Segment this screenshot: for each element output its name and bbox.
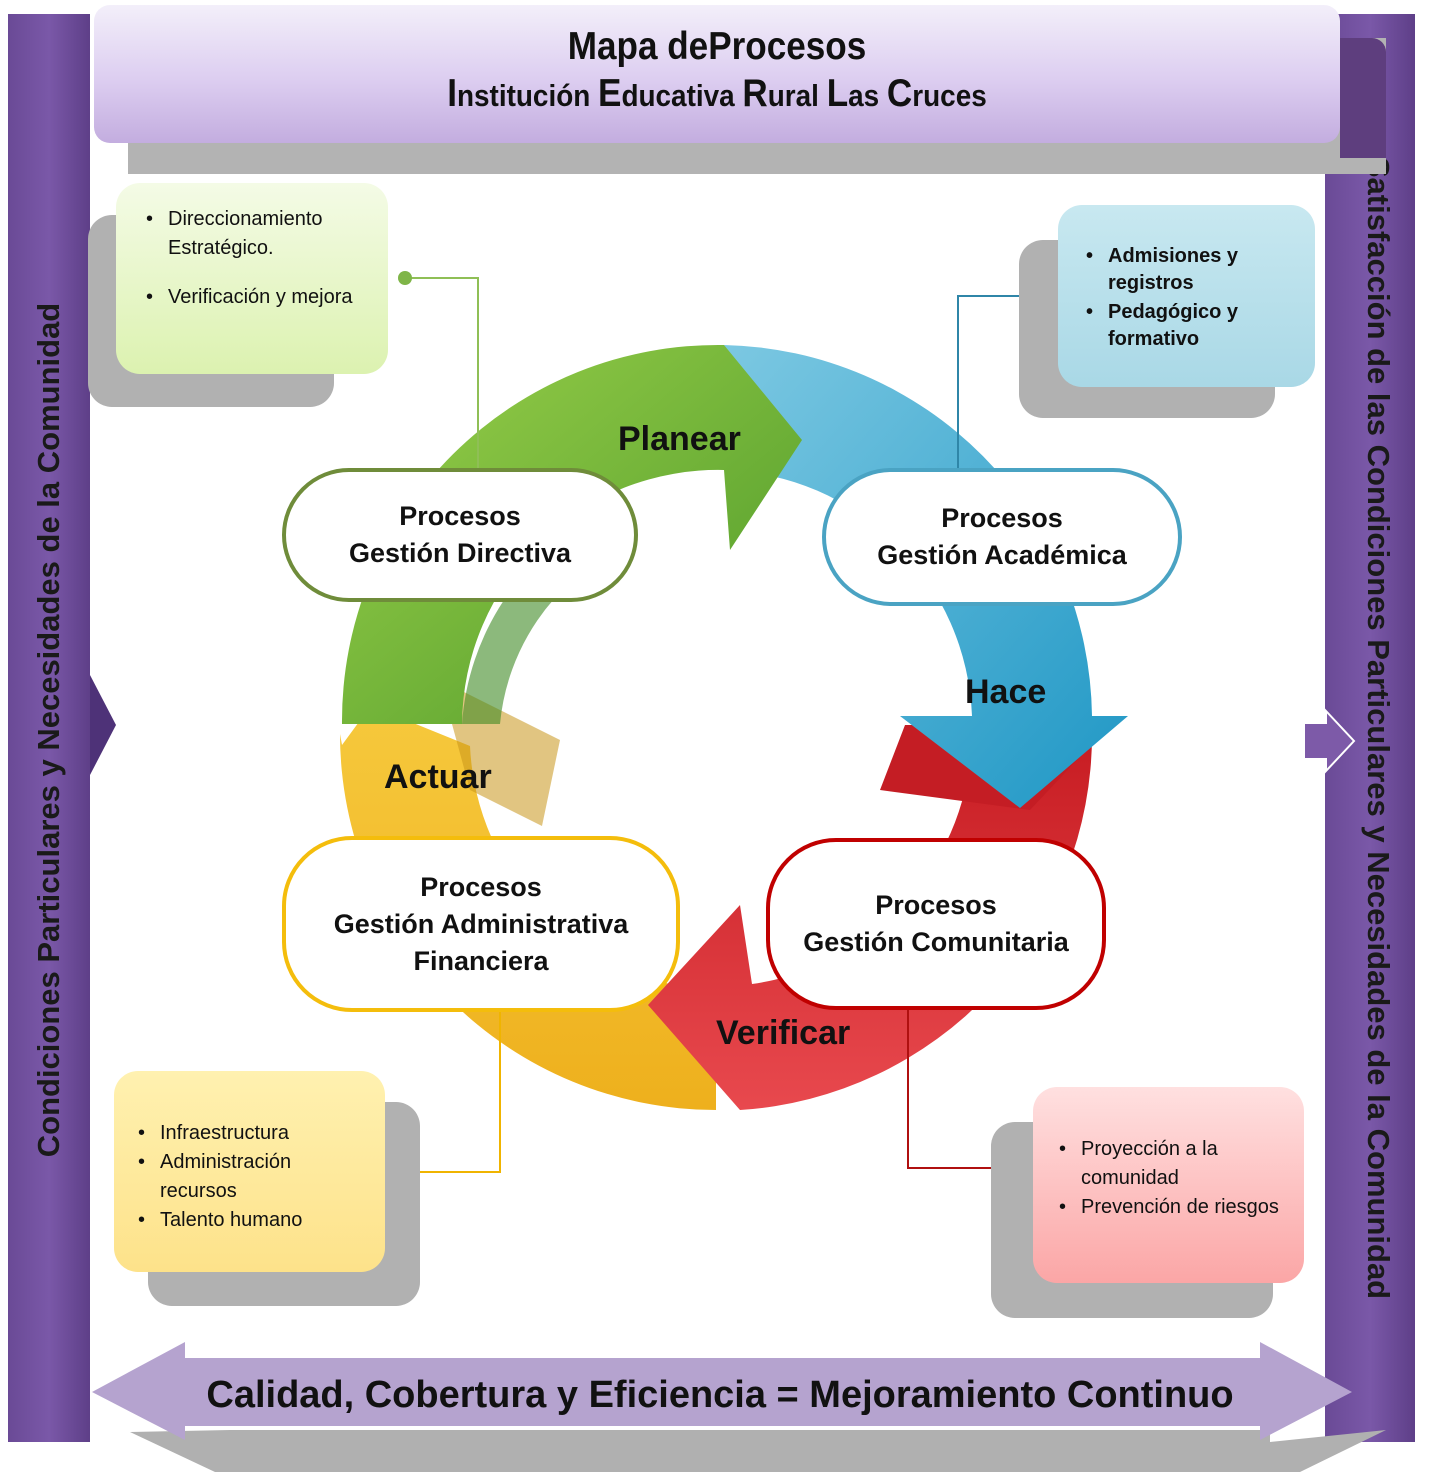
title-line1: Mapa deProcesos — [567, 25, 867, 68]
left-bar-arrow-icon — [90, 675, 116, 775]
academica-item: Pedagógico y formativo — [1084, 299, 1293, 353]
planear-segment — [341, 344, 802, 724]
process-comunitaria-line1: Procesos — [875, 890, 997, 920]
right-bar-arrow-icon — [1303, 708, 1356, 774]
process-administrativa: Procesos Gestión Administrativa Financie… — [282, 836, 680, 1012]
academica-connector — [957, 295, 1042, 472]
process-directiva-line2: Gestión Directiva — [348, 538, 572, 568]
administrativa-connector — [396, 1010, 501, 1173]
comunitaria-item: Proyección a la comunidad — [1057, 1135, 1286, 1193]
process-administrativa-line2: Gestión Administrativa — [333, 908, 629, 939]
administrativa-box: Infraestructura Administración recursos … — [114, 1071, 385, 1272]
administrativa-item: Administración recursos — [136, 1148, 345, 1206]
administrativa-item: Talento humano — [136, 1206, 345, 1235]
process-comunitaria-line2: Gestión Comunitaria — [803, 927, 1069, 957]
phase-verificar: Verificar — [716, 1014, 851, 1052]
process-directiva-line1: Procesos — [399, 501, 521, 531]
phase-hace: Hace — [965, 673, 1047, 711]
bottom-double-arrow — [92, 1342, 1352, 1440]
academica-box: Admisiones y registros Pedagógico y form… — [1058, 205, 1315, 387]
verificar-segment — [648, 734, 1093, 1110]
administrativa-item: Infraestructura — [136, 1119, 345, 1148]
comunitaria-connector — [907, 1010, 1013, 1169]
title-banner: Mapa deProcesos Institución Educativa Ru… — [94, 5, 1340, 143]
comunitaria-box: Proyección a la comunidad Prevención de … — [1033, 1087, 1304, 1283]
directiva-box: Direccionamiento Estratégico. Verificaci… — [116, 183, 388, 374]
process-administrativa-line3: Financiera — [413, 945, 549, 976]
academica-item: Admisiones y registros — [1084, 243, 1293, 297]
phase-actuar: Actuar — [384, 758, 492, 796]
title-shadow-corner — [1340, 38, 1386, 158]
directiva-item: Verificación y mejora — [144, 283, 374, 312]
directiva-item: Direccionamiento Estratégico. — [144, 205, 374, 263]
process-directiva: Procesos Gestión Directiva — [282, 468, 638, 602]
comunitaria-item: Prevención de riesgos — [1057, 1193, 1286, 1222]
left-input-bar — [8, 14, 90, 1442]
phase-planear: Planear — [618, 420, 741, 458]
bottom-arrow-shadow — [130, 1430, 1386, 1472]
directiva-connector-dot — [398, 271, 412, 285]
process-academica: Procesos Gestión Académica — [822, 468, 1182, 606]
process-administrativa-line1: Procesos — [420, 871, 542, 902]
process-academica-line1: Procesos — [941, 503, 1063, 533]
title-line2: Institución Educativa Rural Las Cruces — [447, 72, 987, 115]
process-comunitaria: Procesos Gestión Comunitaria — [766, 838, 1106, 1010]
process-academica-line2: Gestión Académica — [877, 540, 1127, 570]
bottom-label: Calidad, Cobertura y Eficiencia = Mejora… — [206, 1374, 1234, 1416]
directiva-connector — [405, 277, 479, 470]
